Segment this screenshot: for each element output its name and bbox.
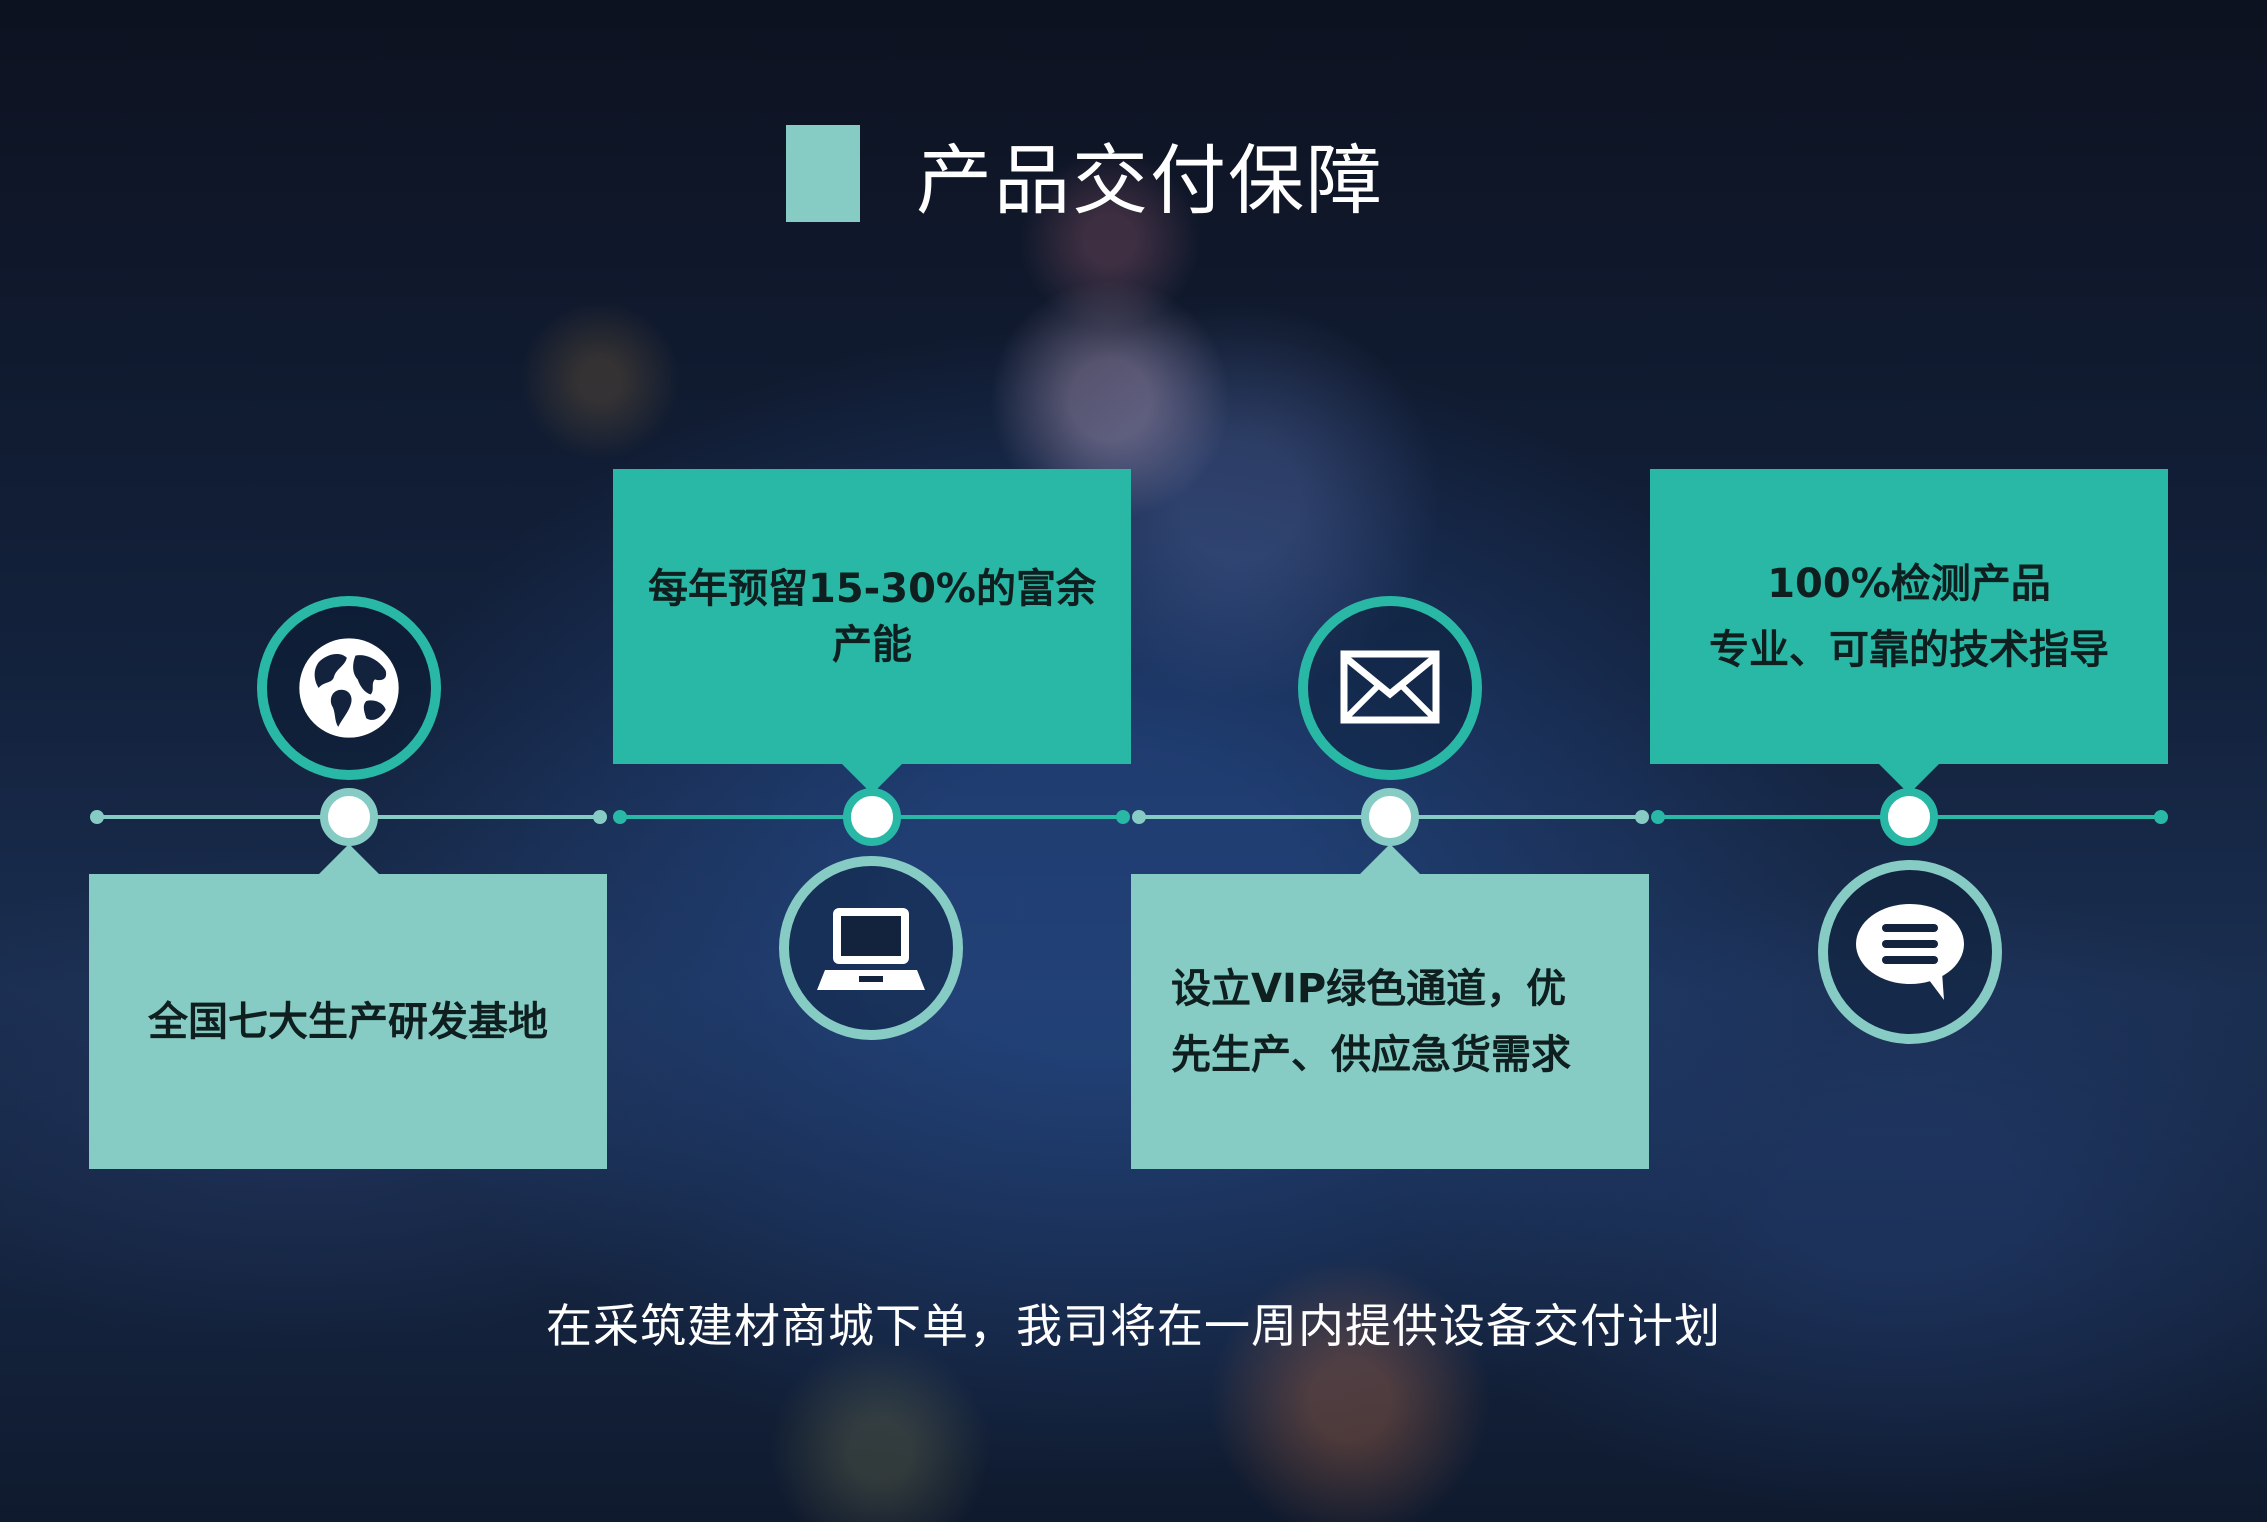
laptop-icon-circle: [779, 856, 963, 1040]
title-group: 产品交付保障: [786, 125, 1384, 225]
step-3-pointer: [1360, 844, 1420, 874]
timeline-end-dot: [593, 810, 607, 824]
timeline-end-dot: [2154, 810, 2168, 824]
timeline-end-dot: [90, 810, 104, 824]
chat-bubble-icon-circle: [1818, 860, 2002, 1044]
step-4-box: 100%检测产品 专业、可靠的技术指导: [1650, 469, 2168, 764]
timeline-node-3: [1361, 788, 1419, 846]
globe-icon-circle: [257, 596, 441, 780]
step-3-text-line-2: 先生产、供应急货需求: [1171, 1031, 1571, 1078]
step-1-box: 全国七大生产研发基地: [89, 874, 607, 1169]
step-1-text-line-1: 全国七大生产研发基地: [148, 998, 548, 1045]
envelope-icon-circle: [1298, 596, 1482, 780]
footer-note: 在采筑建材商城下单，我司将在一周内提供设备交付计划: [546, 1299, 1721, 1353]
page-title: 产品交付保障: [916, 135, 1384, 225]
timeline-end-dot: [1116, 810, 1130, 824]
chat-bubble-icon: [1856, 904, 1964, 1000]
step-2-pointer: [842, 764, 902, 794]
timeline-end-dot: [613, 810, 627, 824]
globe-icon: [299, 638, 399, 738]
timeline-node-2: [843, 788, 901, 846]
timeline-node-1: [320, 788, 378, 846]
timeline-end-dot: [1635, 810, 1649, 824]
title-accent-square: [786, 125, 860, 222]
envelope-icon: [1340, 650, 1440, 724]
step-2-box: 每年预留15-30%的富余 产能: [613, 469, 1131, 764]
timeline-node-4: [1880, 788, 1938, 846]
step-1-pointer: [319, 844, 379, 874]
step-3-box: 设立VIP绿色通道，优 先生产、供应急货需求: [1131, 874, 1649, 1169]
step-2-text-line-2: 产能: [832, 621, 912, 668]
step-3-text-line-1: 设立VIP绿色通道，优: [1171, 965, 1567, 1012]
step-4-text-line-2: 专业、可靠的技术指导: [1709, 626, 2109, 673]
step-4-pointer: [1879, 764, 1939, 794]
laptop-icon: [817, 908, 925, 990]
step-2-text-line-1: 每年预留15-30%的富余: [647, 565, 1096, 612]
step-4-text-line-1: 100%检测产品: [1767, 560, 2051, 607]
timeline-end-dot: [1651, 810, 1665, 824]
timeline-end-dot: [1132, 810, 1146, 824]
